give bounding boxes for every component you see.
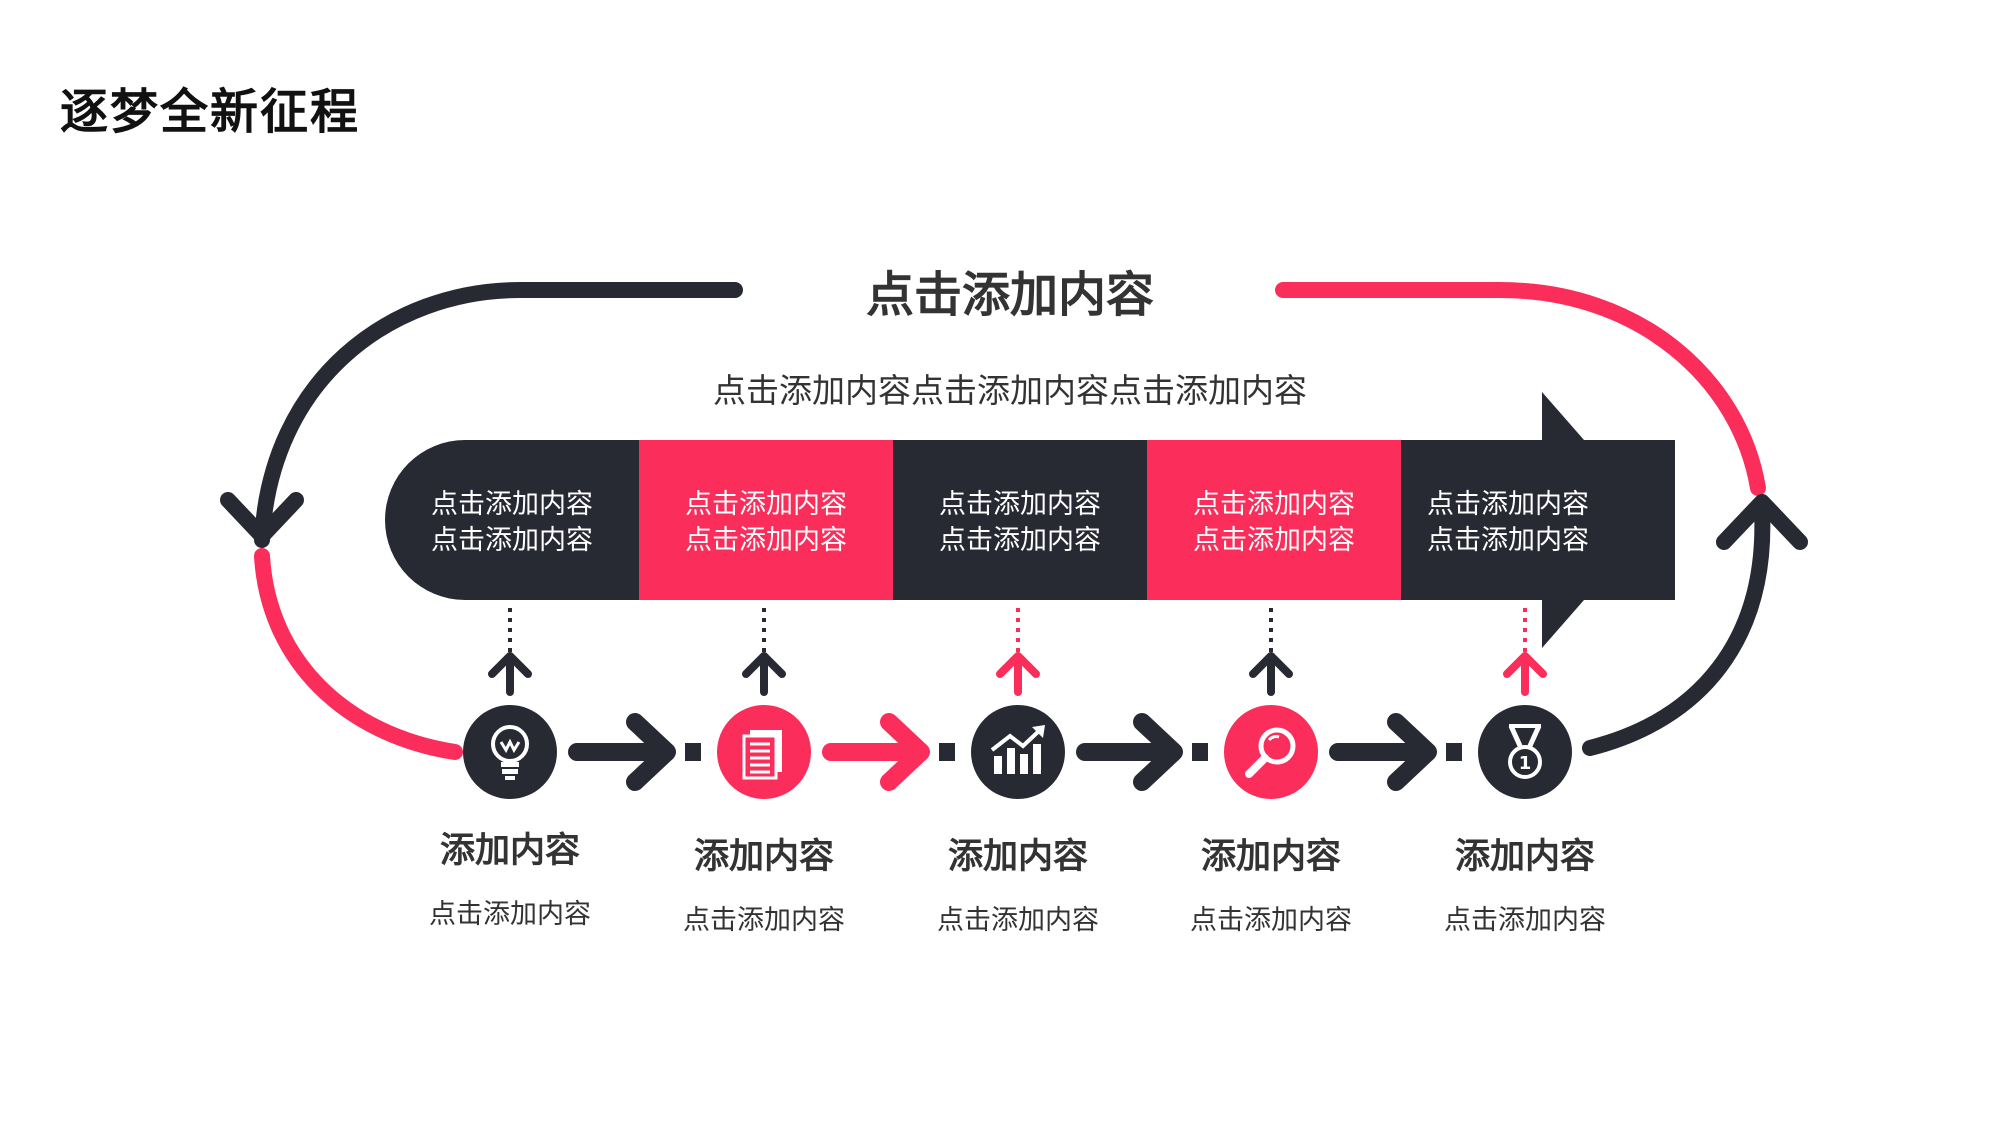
step-description: 点击添加内容 bbox=[683, 905, 845, 936]
step-title: 添加内容 bbox=[947, 837, 1088, 877]
left-loop-dark bbox=[254, 282, 743, 548]
band-segment-line-2: 点击添加内容 bbox=[685, 525, 847, 556]
up-arrow-icon bbox=[996, 652, 1040, 696]
left-loop-pink bbox=[254, 548, 463, 760]
up-arrow-icon bbox=[488, 652, 532, 696]
band-segment-line-2: 点击添加内容 bbox=[1427, 525, 1589, 556]
step-circle bbox=[463, 705, 557, 799]
band-segment-line-2: 点击添加内容 bbox=[431, 525, 593, 556]
band-segment-line-1: 点击添加内容 bbox=[1427, 489, 1589, 520]
band-segment-line-1: 点击添加内容 bbox=[1193, 489, 1355, 520]
step-description: 点击添加内容 bbox=[429, 899, 591, 930]
up-arrow-icon bbox=[1503, 652, 1547, 696]
page-title: 逐梦全新征程 bbox=[60, 84, 361, 140]
band-segment-line-2: 点击添加内容 bbox=[1193, 525, 1355, 556]
step-title: 添加内容 bbox=[1454, 837, 1595, 877]
band-arrowhead-icon bbox=[1402, 392, 1654, 648]
steps-layer: 1 bbox=[463, 608, 1572, 799]
band-segment-line-1: 点击添加内容 bbox=[939, 489, 1101, 520]
step-description: 点击添加内容 bbox=[1190, 905, 1352, 936]
document-icon bbox=[742, 730, 782, 780]
headline: 点击添加内容 bbox=[865, 267, 1154, 323]
band-segment-text: 点击添加内容点击添加内容 bbox=[1147, 473, 1401, 573]
band-segment bbox=[1147, 440, 1402, 600]
subheadline: 点击添加内容点击添加内容点击添加内容 bbox=[713, 371, 1307, 410]
up-arrow-icon bbox=[742, 652, 786, 696]
band-segment-text: 点击添加内容点击添加内容 bbox=[1381, 473, 1635, 573]
step-connector-arrowhead bbox=[880, 713, 930, 791]
step-title: 添加内容 bbox=[439, 831, 580, 871]
step-title: 添加内容 bbox=[1200, 837, 1341, 877]
right-loop-dark bbox=[1582, 502, 1771, 756]
band-segment bbox=[639, 440, 894, 600]
up-arrow-icon bbox=[1249, 652, 1293, 696]
right-loop-arrowhead bbox=[1716, 494, 1808, 550]
band-segment-text: 点击添加内容点击添加内容 bbox=[893, 473, 1147, 573]
step-circle bbox=[1224, 705, 1318, 799]
step-connector-arrowhead bbox=[1133, 713, 1183, 791]
band-segment bbox=[893, 440, 1148, 600]
step-connector-arrowhead bbox=[1387, 713, 1437, 791]
step-description: 点击添加内容 bbox=[1444, 905, 1606, 936]
magnifier-icon bbox=[1245, 727, 1296, 778]
band-segment-line-1: 点击添加内容 bbox=[685, 489, 847, 520]
band-segment-line-2: 点击添加内容 bbox=[939, 525, 1101, 556]
svg-text:1: 1 bbox=[1519, 753, 1532, 774]
arrow-band bbox=[385, 440, 1675, 600]
band-segment-line-1: 点击添加内容 bbox=[431, 489, 593, 520]
step-connector-arrowhead bbox=[626, 713, 676, 791]
step-circle bbox=[971, 705, 1065, 799]
right-loop-pink bbox=[1275, 282, 1766, 496]
band-segment-text: 点击添加内容点击添加内容 bbox=[639, 473, 893, 573]
step-description: 点击添加内容 bbox=[937, 905, 1099, 936]
band-segment-text: 点击添加内容点击添加内容 bbox=[385, 473, 639, 573]
band-segment bbox=[385, 440, 639, 600]
step-circle bbox=[1478, 705, 1572, 799]
medal-icon: 1 bbox=[1508, 724, 1542, 779]
left-loop-arrowhead bbox=[220, 492, 304, 544]
growth-chart-icon bbox=[990, 725, 1045, 774]
step-title: 添加内容 bbox=[693, 837, 834, 877]
lightbulb-icon bbox=[491, 725, 529, 780]
